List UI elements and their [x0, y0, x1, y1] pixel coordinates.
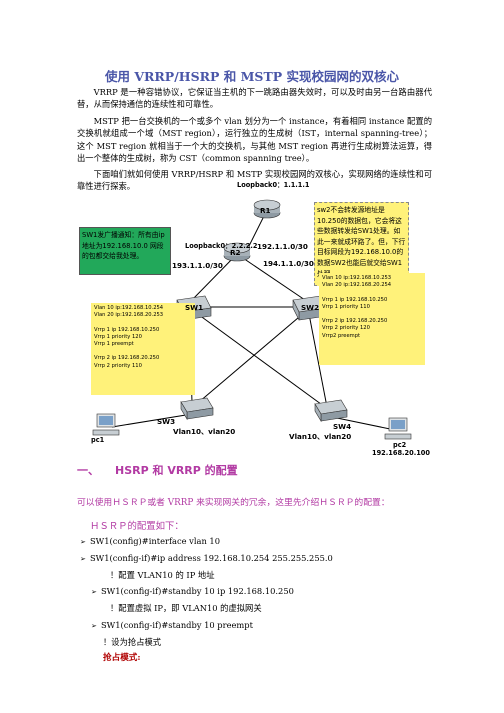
- loopback-r1-label: Loopback0：1.1.1.1: [237, 181, 310, 189]
- command-line: ➢ SW1(config-if)#standby 10 preempt: [91, 619, 253, 632]
- switch-sw4-icon: [314, 399, 348, 423]
- command-line: ➢ SW1(config)#interface vlan 10: [80, 535, 220, 548]
- cfg-line: Vrrp 2 ip 192.168.20.250: [94, 355, 160, 362]
- cfg-line: Vlan 20 ip:192.168.20.253: [94, 312, 164, 319]
- sw4-label: SW4: [333, 422, 352, 431]
- switch-sw3-icon: [180, 397, 214, 421]
- pc2-icon: [384, 417, 412, 440]
- cfg-line: Vrrp 1 ip 192.168.10.250: [322, 296, 388, 303]
- comment-line: ！配置 VLAN10 的 IP 地址: [110, 570, 215, 580]
- sw2-label: SW2: [301, 303, 320, 312]
- arrow-bullet-icon: ➢: [91, 588, 97, 596]
- cfg-line: Vrrp 1 priority 110: [322, 303, 370, 310]
- sw2-forward-note: sw2不会转发源地址是10.250的数据包，它会将这些数据转发给SW1处理。如此…: [314, 202, 409, 286]
- cfg-line: [322, 311, 422, 318]
- loopback-r2-label: Loopback0：2.2.2.2: [185, 242, 258, 250]
- net-r2-sw2-label: 194.1.1.0/30: [263, 259, 314, 268]
- cfg-line: Vrrp2 preempt: [322, 332, 361, 339]
- comment-line: ！设为抢占模式: [103, 637, 162, 647]
- pc2-ip-label: 192.168.20.100: [372, 449, 430, 457]
- router-r1-icon: [253, 199, 281, 219]
- command-text: SW1(config-if)#ip address 192.168.10.254…: [90, 553, 333, 563]
- network-diagram: Loopback0：1.1.1.1 R1 Loopback0：2.2.2.2 R…: [77, 181, 433, 468]
- cfg-line: Vrrp 1 preempt: [94, 341, 134, 348]
- cfg-line: [94, 348, 192, 355]
- pc1-icon: [92, 413, 120, 436]
- cfg-line: Vrrp 2 ip 192.168.20.250: [322, 318, 388, 325]
- sw3-vlan-label: Vlan10、vlan20: [173, 427, 236, 436]
- cfg-line: Vrrp 2 priority 110: [94, 362, 142, 369]
- r1-label: R1: [260, 206, 271, 215]
- arrow-bullet-icon: ➢: [80, 555, 86, 563]
- sw1-config-box: Vlan 10 ip:192.168.10.254 Vlan 20 ip:192…: [91, 303, 195, 395]
- command-text: SW1(config)#interface vlan 10: [90, 536, 220, 546]
- paragraph-mstp: MSTP 把一台交换机的一个或多个 vlan 划分为一个 instance，有着…: [77, 116, 432, 163]
- paragraph-intro: 下面咱们就如何使用 VRRP/HSRP 和 MSTP 实现校园网的双核心，实现网…: [77, 169, 432, 192]
- pc2-label: pc2: [393, 441, 407, 449]
- cfg-line: [322, 290, 422, 297]
- section-number: 一、: [77, 464, 99, 477]
- command-line: ➢ SW1(config-if)#ip address 192.168.10.25…: [80, 552, 333, 565]
- command-text: SW1(config-if)#standby 10 ip 192.168.10.…: [101, 586, 294, 596]
- sw3-label: SW3: [157, 417, 176, 426]
- page-title: 使用 VRRP/HSRP 和 MSTP 实现校园网的双核心: [104, 69, 400, 84]
- cfg-line: Vlan 10 ip:192.168.10.254: [94, 305, 164, 311]
- arrow-bullet-icon: ➢: [80, 538, 86, 546]
- sw1-label: SW1: [185, 303, 204, 312]
- cfg-line: Vlan 20 ip:192.168.20.254: [322, 282, 392, 289]
- sw1-broadcast-note: SW1发广播通知：所有由ip地址为192.168.10.0 网段的包都交给我处理…: [79, 227, 171, 275]
- arrow-bullet-icon: ➢: [91, 622, 97, 630]
- cfg-line: Vlan 10 ip:192.168.10.253: [322, 275, 392, 281]
- section-heading: 一、 HSRP 和 VRRP 的配置: [77, 462, 238, 478]
- paragraph-vrrp: VRRP 是一种容错协议，它保证当主机的下一跳路由器失效时，可以及时由另一台路由…: [77, 87, 432, 110]
- r2-label: R2: [230, 248, 241, 257]
- section-title: HSRP 和 VRRP 的配置: [115, 464, 238, 477]
- comment-line: ！配置虚拟 IP，即 VLAN10 的虚拟网关: [110, 603, 262, 613]
- sw4-vlan-label: Vlan10、vlan20: [289, 432, 352, 441]
- net-r1-r2-label: 192.1.1.0/30: [257, 242, 308, 251]
- sw2-config-box: Vlan 10 ip:192.168.10.253 Vlan 20 ip:192…: [319, 273, 425, 365]
- pc1-label: pc1: [91, 436, 105, 444]
- command-text: SW1(config-if)#standby 10 preempt: [101, 620, 253, 630]
- net-r2-sw1-label: 193.1.1.0/30: [172, 261, 223, 270]
- cfg-line: Vrrp 2 priority 120: [322, 325, 370, 332]
- cfg-line: [94, 320, 192, 327]
- command-line: ➢ SW1(config-if)#standby 10 ip 192.168.10…: [91, 585, 294, 598]
- preempt-label: 抢占模式:: [103, 653, 141, 663]
- hsrp-subheading: ＨＳＲＰ的配置如下：: [90, 521, 184, 532]
- cfg-line: Vrrp 1 ip 192.168.10.250: [94, 326, 160, 333]
- cfg-line: Vrrp 1 priority 120: [94, 333, 142, 340]
- hsrp-intro: 可以使用ＨＳＲＰ或者 VRRP 来实现网关的冗余，这里先介绍ＨＳＲＰ的配置：: [77, 498, 390, 508]
- router-r2-icon: [223, 242, 251, 262]
